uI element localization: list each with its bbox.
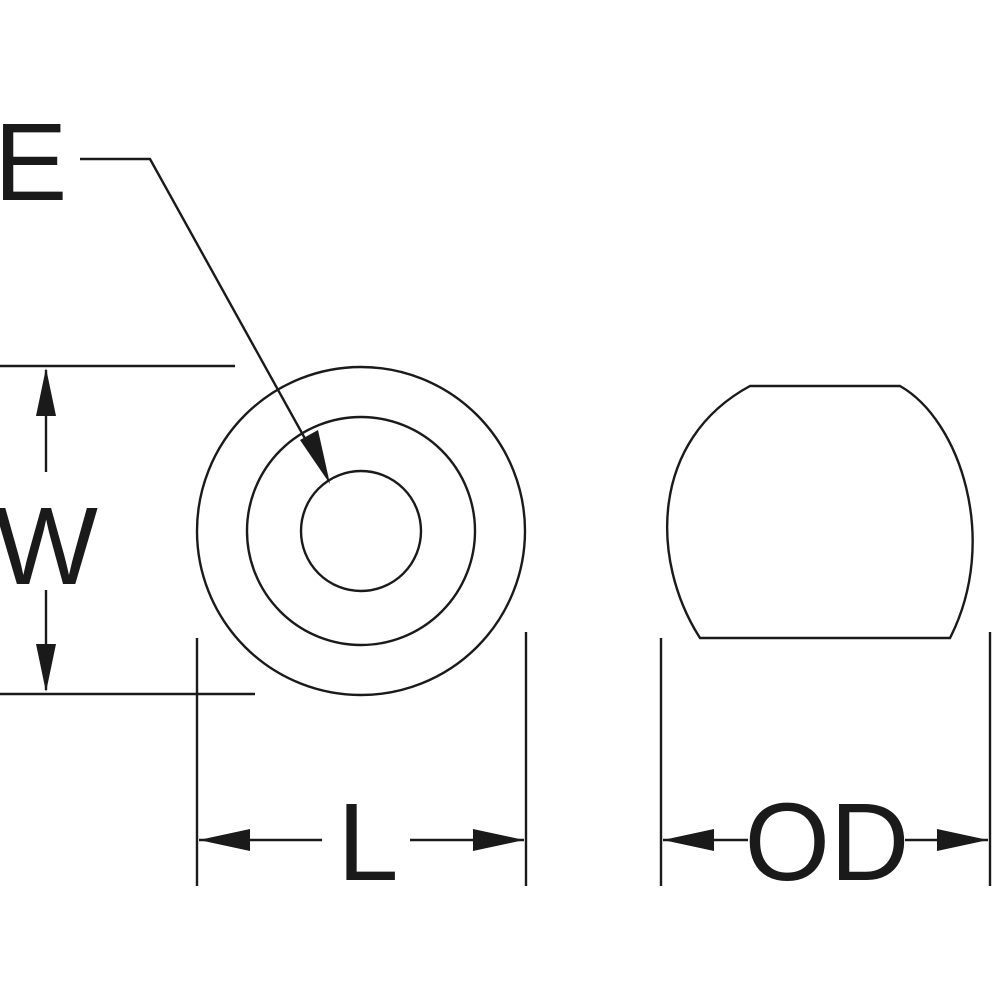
e-label: E — [0, 101, 67, 224]
front-view — [195, 365, 527, 697]
side-view — [665, 384, 974, 640]
od-label: OD — [745, 781, 910, 904]
od-arrow-left-icon — [663, 829, 714, 851]
w-label: W — [0, 485, 98, 608]
outer-diameter-circle — [195, 365, 527, 697]
od-arrow-right-icon — [937, 829, 988, 851]
od-dimension: OD — [659, 632, 992, 904]
l-dimension: L — [195, 632, 528, 904]
l-arrow-left-icon — [199, 829, 250, 851]
l-arrow-right-icon — [473, 829, 524, 851]
middle-ring-circle — [245, 415, 477, 647]
bore-circle — [299, 469, 423, 593]
w-arrow-up-icon — [36, 368, 56, 416]
w-dimension: W — [0, 364, 255, 696]
w-arrow-down-icon — [36, 644, 56, 692]
barrel-profile — [665, 384, 974, 640]
e-leader-line — [80, 157, 320, 463]
l-label: L — [337, 781, 398, 904]
e-leader-arrowhead — [300, 430, 330, 484]
e-callout: E — [0, 101, 330, 484]
